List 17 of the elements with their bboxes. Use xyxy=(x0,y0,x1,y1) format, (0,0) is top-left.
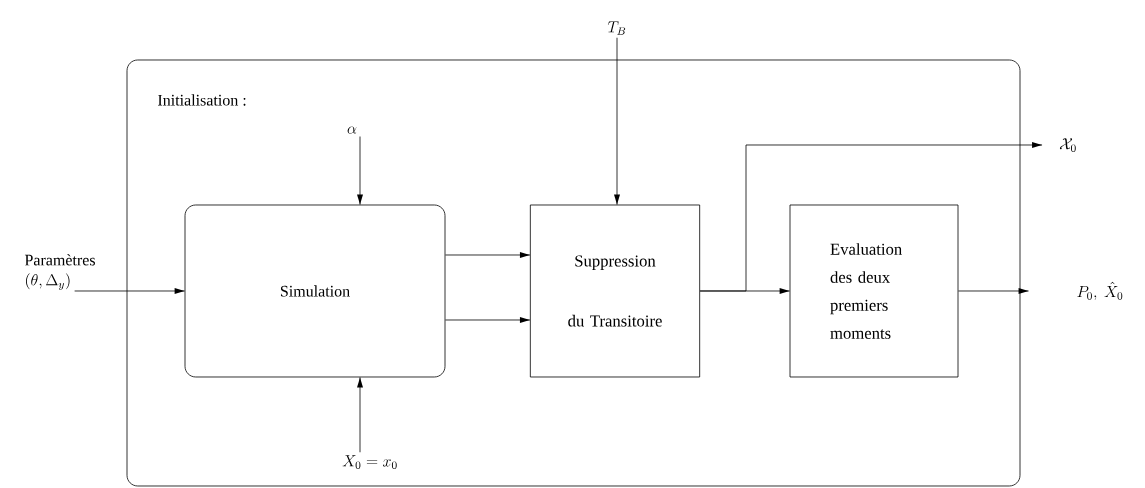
arrow xyxy=(357,136,363,205)
input-label: $X_0 = x_0$ xyxy=(342,455,397,469)
arrow xyxy=(958,288,1029,294)
process-box: Suppression du Transitoire xyxy=(529,204,701,378)
simulation-box: Simulation xyxy=(184,204,446,378)
input-label: $T_B$ xyxy=(607,21,626,35)
input-label: $\alpha$ xyxy=(347,126,357,134)
output-label: $\mathcal{X}_0$ xyxy=(1059,138,1076,152)
input-label: Paramètres $(\theta, \Delta_y)$ xyxy=(24,254,95,290)
arrow xyxy=(74,288,185,294)
arrow xyxy=(614,37,620,205)
arrow xyxy=(445,317,531,323)
arrow xyxy=(445,252,531,258)
arrow xyxy=(357,377,363,453)
output-label: $P_0,\ \hat{X}_0$ xyxy=(1077,281,1123,301)
arrow xyxy=(699,142,1043,292)
process-box: Evaluation des deux premiers moments xyxy=(789,204,959,378)
